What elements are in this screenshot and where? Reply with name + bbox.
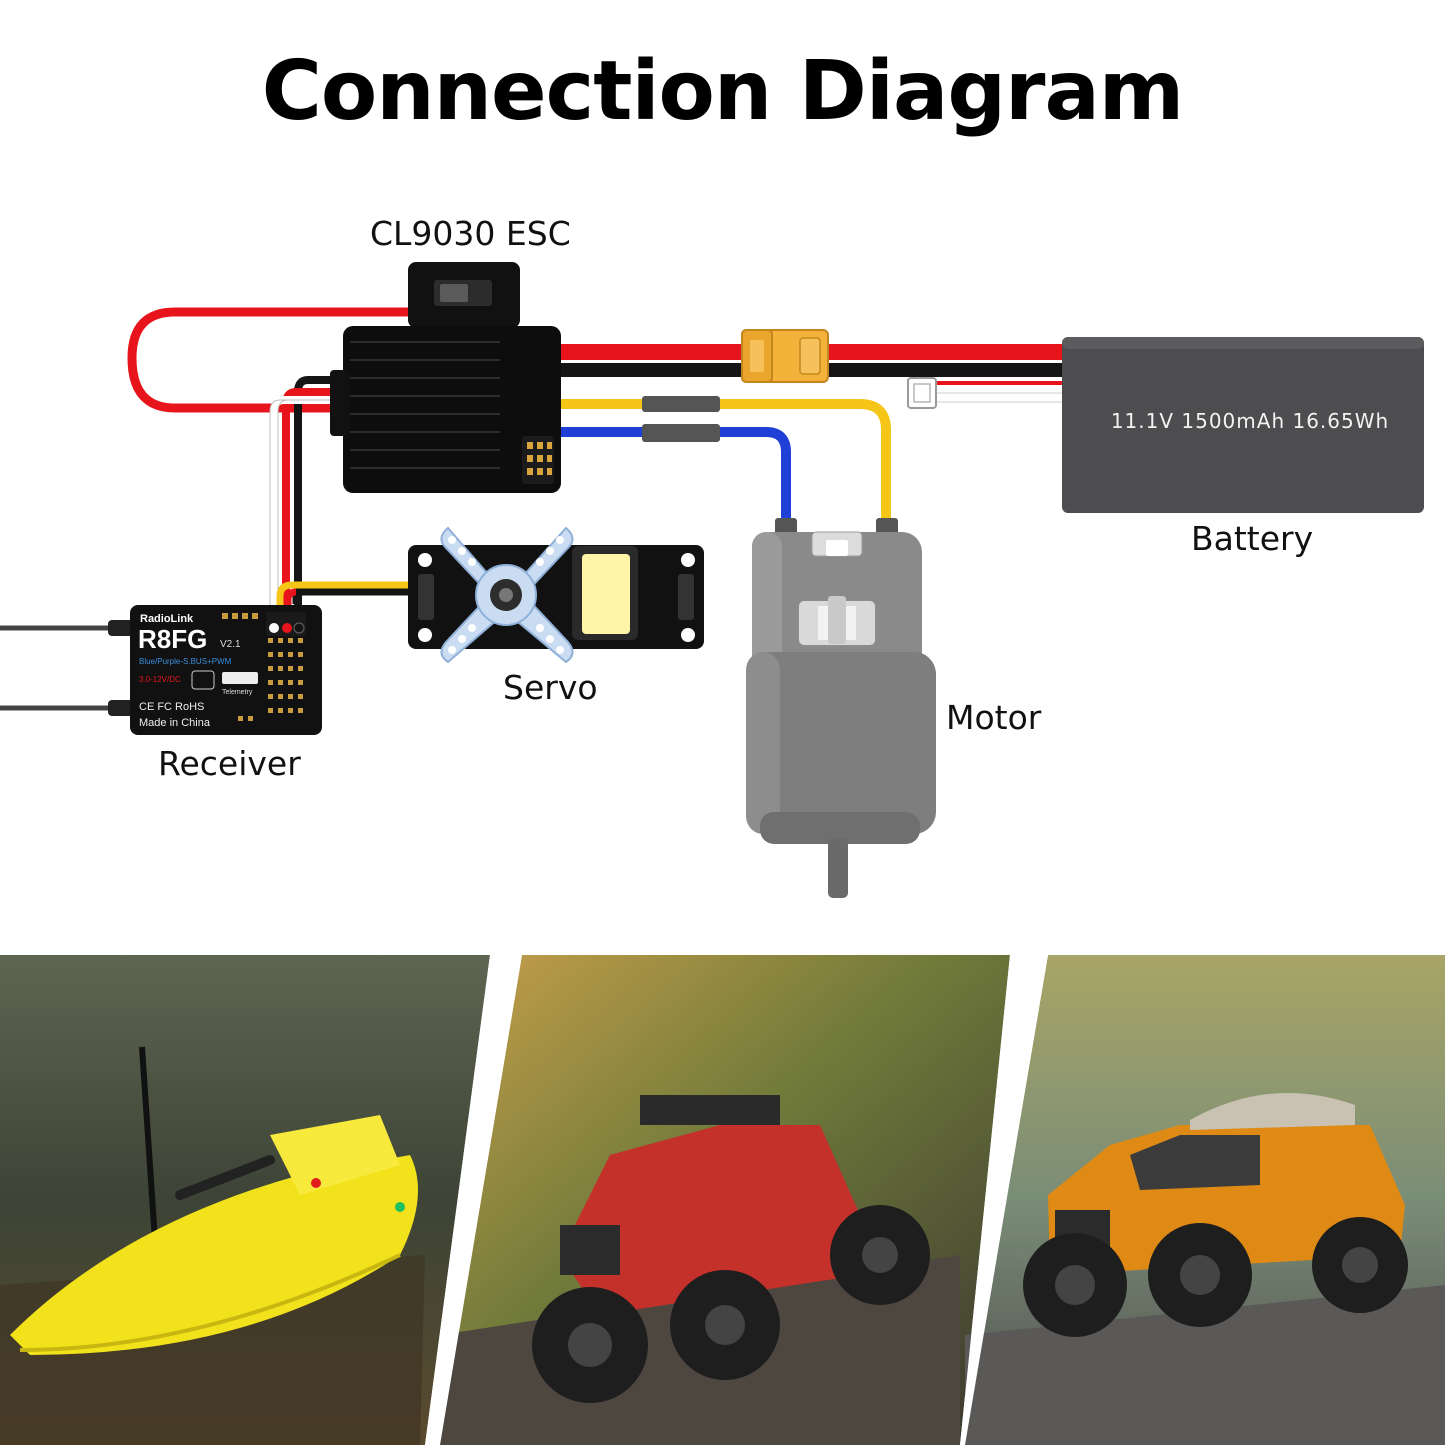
motor-yellow-wire xyxy=(500,399,891,525)
battery-pack: 11.1V 1500mAh 16.65Wh xyxy=(1062,337,1424,513)
receiver-voltage: 3.0-12V/DC xyxy=(139,675,181,684)
servo-yellow-wire xyxy=(276,581,410,620)
page-title: Connection Diagram xyxy=(261,44,1184,139)
receiver-certs: CE FC RoHS xyxy=(139,701,204,713)
receiver-brand: RadioLink xyxy=(140,613,194,625)
receiver-module: RadioLink R8FG V2.1 Blue/Purple-S.BUS+PW… xyxy=(130,605,322,735)
xt60-connector xyxy=(741,329,829,383)
receiver-version: V2.1 xyxy=(220,639,241,650)
photo-red-crawler xyxy=(440,955,1010,1445)
servo-red-wire xyxy=(284,588,297,610)
photo-orange-suv xyxy=(965,955,1445,1445)
receiver-origin: Made in China xyxy=(139,717,211,729)
esc-module xyxy=(330,262,561,493)
esc-red-loop-wire xyxy=(127,307,410,413)
receiver-label: Receiver xyxy=(158,744,301,783)
servo xyxy=(408,526,704,664)
motor-label: Motor xyxy=(946,698,1042,737)
receiver-telemetry: Telemetry xyxy=(222,689,253,696)
servo-black-wire xyxy=(292,588,410,604)
receiver-model: R8FG xyxy=(138,624,207,654)
application-photos xyxy=(0,955,1445,1445)
photo-bait-boat xyxy=(0,955,490,1445)
connection-diagram: 11.1V 1500mAh 16.65Wh xyxy=(0,262,1424,898)
receiver-mode: Blue/Purple-S.BUS+PWM xyxy=(139,657,232,666)
servo-label: Servo xyxy=(503,668,598,707)
balance-connector xyxy=(907,377,937,409)
motor xyxy=(746,518,936,898)
battery-label: Battery xyxy=(1191,519,1314,558)
battery-spec: 11.1V 1500mAh 16.65Wh xyxy=(1111,409,1389,433)
esc-label: CL9030 ESC xyxy=(370,214,571,253)
servo-horn xyxy=(440,526,574,664)
